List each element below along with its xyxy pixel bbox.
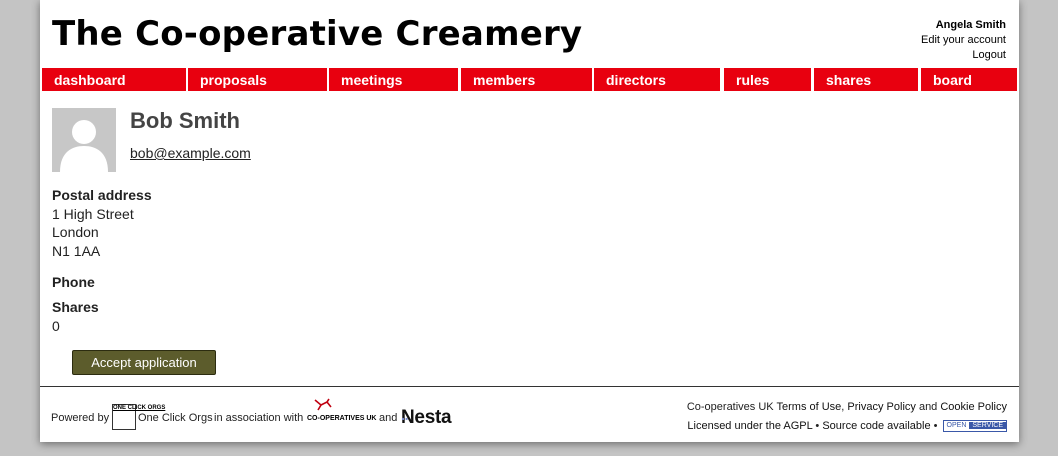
footer-links: Co-operatives UK Terms of Use, Privacy P… (687, 398, 1007, 436)
powered-by-text: Powered by (51, 412, 110, 424)
address-line-3: N1 1AA (52, 243, 101, 259)
default-avatar-icon (52, 108, 116, 172)
footer-line-1: Co-operatives UK Terms of Use, Privacy P… (687, 398, 1007, 417)
terms-of-use-link[interactable]: Terms of Use (776, 401, 842, 413)
page-container: The Co-operative Creamery Angela Smith E… (40, 0, 1019, 442)
comma-separator: , (841, 401, 848, 413)
and-separator: and (915, 401, 941, 413)
cooperatives-uk-logo-text: CO-OPERATIVES UK (307, 415, 377, 422)
edit-account-link[interactable]: Edit your account (921, 34, 1006, 46)
open-badge-text-2: SERVICE (969, 422, 1006, 430)
nav-proposals[interactable]: proposals (188, 68, 327, 91)
nesta-dots-icon: .. (401, 407, 409, 423)
nav-meetings[interactable]: meetings (329, 68, 458, 91)
nav-rules[interactable]: rules (724, 68, 811, 91)
cooperatives-uk-emblem-icon (314, 398, 332, 411)
member-email-link[interactable]: bob@example.com (130, 145, 251, 161)
one-click-orgs-logo[interactable]: ONE CLICK ORGS (112, 404, 165, 430)
nav-dashboard[interactable]: dashboard (42, 68, 186, 91)
cooperatives-uk-text: Co-operatives UK (686, 401, 777, 413)
bullet-separator-2: • (930, 420, 941, 432)
open-badge-text-1: OPEN (943, 422, 970, 430)
nav-members[interactable]: members (461, 68, 592, 91)
site-title: The Co-operative Creamery (52, 14, 583, 54)
association-text: in association with (214, 412, 304, 424)
nav-shares[interactable]: shares (814, 68, 918, 91)
privacy-policy-link[interactable]: Privacy Policy (847, 401, 916, 413)
source-code-link[interactable]: Source code available (822, 420, 931, 432)
shares-value: 0 (52, 318, 60, 334)
one-click-orgs-link[interactable]: One Click Orgs (138, 412, 213, 424)
shares-label: Shares (52, 299, 99, 315)
current-user-name: Angela Smith (935, 19, 1006, 31)
accept-application-button[interactable]: Accept application (72, 350, 216, 375)
address-line-2: London (52, 224, 99, 240)
and-text: and (379, 412, 398, 424)
cookie-policy-link[interactable]: Cookie Policy (940, 401, 1007, 413)
nesta-logo-text: Nesta (401, 407, 452, 428)
phone-label: Phone (52, 274, 95, 290)
address-line-1: 1 High Street (52, 206, 134, 222)
nav-board[interactable]: board (921, 68, 1017, 91)
user-box: Angela Smith Edit your account Logout (921, 18, 1006, 63)
postal-address-label: Postal address (52, 187, 152, 203)
footer-line-2: Licensed under the AGPL • Source code av… (687, 417, 1007, 436)
cooperatives-uk-logo[interactable]: CO-OPERATIVES UK (307, 398, 377, 426)
nav-directors[interactable]: directors (594, 68, 720, 91)
bullet-separator-1: • (812, 420, 823, 432)
logout-link[interactable]: Logout (972, 49, 1006, 61)
avatar (52, 108, 116, 172)
agpl-license-link[interactable]: Licensed under the AGPL (687, 420, 813, 432)
footer-divider (40, 386, 1019, 387)
member-name: Bob Smith (130, 108, 240, 133)
